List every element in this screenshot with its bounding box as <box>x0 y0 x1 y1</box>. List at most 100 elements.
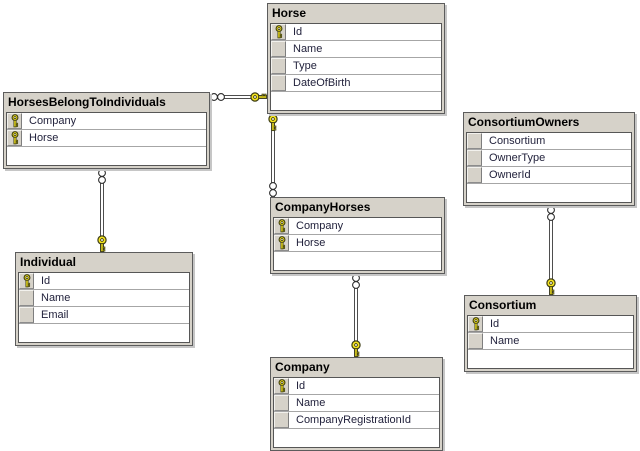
row-selector-key[interactable] <box>468 316 483 332</box>
row-selector[interactable] <box>19 307 34 323</box>
row-selector-key[interactable] <box>7 113 22 129</box>
column-name: Horse <box>29 132 59 144</box>
column-name: Name <box>293 43 323 55</box>
row-selector[interactable] <box>19 290 34 306</box>
table-title[interactable]: Consortium <box>469 298 537 312</box>
column-row[interactable]: Company <box>274 218 441 235</box>
row-selector-key[interactable] <box>19 273 34 289</box>
table-title[interactable]: Horse <box>272 6 307 20</box>
table-title[interactable]: ConsortiumOwners <box>468 115 580 129</box>
empty-column-row[interactable] <box>468 350 633 368</box>
row-selector[interactable] <box>467 167 482 183</box>
column-name: Id <box>296 380 306 392</box>
one-end-key-icon <box>97 235 107 253</box>
column-row[interactable]: Email <box>19 307 189 324</box>
table-title[interactable]: CompanyHorses <box>275 200 371 214</box>
relationship-HorsesBelongToIndividuals-Horse[interactable] <box>210 92 268 102</box>
column-name: Type <box>293 60 317 72</box>
column-name: Consortium <box>489 135 546 147</box>
primary-key-icon <box>23 274 30 288</box>
primary-key-icon <box>278 236 285 250</box>
column-row[interactable]: CompanyRegistrationId <box>274 412 439 429</box>
column-row[interactable]: Name <box>19 290 189 307</box>
empty-column-row[interactable] <box>7 147 206 165</box>
column-row[interactable]: Id <box>468 316 633 333</box>
column-row[interactable]: Id <box>19 273 189 290</box>
many-end-chain-icon <box>269 182 277 197</box>
row-selector[interactable] <box>274 412 289 428</box>
column-row[interactable]: Id <box>274 378 439 395</box>
row-selector-key[interactable] <box>274 235 289 251</box>
column-row[interactable]: Name <box>468 333 633 350</box>
column-row[interactable]: OwnerType <box>467 150 631 167</box>
primary-key-icon <box>11 131 18 145</box>
relationship-ConsortiumOwners-Consortium[interactable] <box>546 206 556 296</box>
one-end-key-icon <box>546 278 556 296</box>
row-selector[interactable] <box>467 150 482 166</box>
column-name: Name <box>490 335 520 347</box>
table-title[interactable]: Individual <box>20 255 77 269</box>
row-selector-key[interactable] <box>274 218 289 234</box>
column-name: Email <box>41 309 69 321</box>
relationship-CompanyHorses-Company[interactable] <box>351 274 361 358</box>
column-row[interactable]: Horse <box>274 235 441 252</box>
column-name: Company <box>296 220 344 232</box>
column-name: Company <box>29 115 77 127</box>
row-selector[interactable] <box>467 133 482 149</box>
relationship-CompanyHorses-Horse[interactable] <box>268 114 278 197</box>
column-row[interactable]: Horse <box>7 130 206 147</box>
relationship-HorsesBelongToIndividuals-Individual[interactable] <box>97 169 107 253</box>
column-row[interactable]: DateOfBirth <box>271 75 441 92</box>
empty-column-row[interactable] <box>19 324 189 342</box>
row-selector[interactable] <box>271 41 286 57</box>
row-selector[interactable] <box>274 395 289 411</box>
column-row[interactable]: Company <box>7 113 206 130</box>
primary-key-icon <box>278 379 285 393</box>
empty-column-row[interactable] <box>271 92 441 110</box>
column-name: OwnerType <box>489 152 546 164</box>
column-row[interactable]: Name <box>271 41 441 58</box>
column-row[interactable]: OwnerId <box>467 167 631 184</box>
row-selector-key[interactable] <box>7 130 22 146</box>
empty-column-row[interactable] <box>467 184 631 202</box>
empty-column-row[interactable] <box>274 252 441 270</box>
column-row[interactable]: Type <box>271 58 441 75</box>
row-selector-key[interactable] <box>274 378 289 394</box>
row-selector-key[interactable] <box>271 24 286 40</box>
primary-key-icon <box>278 219 285 233</box>
column-row[interactable]: Consortium <box>467 133 631 150</box>
row-selector[interactable] <box>271 75 286 91</box>
one-end-key-icon <box>351 340 361 358</box>
row-selector[interactable] <box>271 58 286 74</box>
column-row[interactable]: Id <box>271 24 441 41</box>
column-name: OwnerId <box>489 169 531 181</box>
column-name: Id <box>490 318 500 330</box>
row-selector[interactable] <box>468 333 483 349</box>
one-end-key-icon <box>268 114 278 132</box>
table-title[interactable]: Company <box>275 360 330 374</box>
column-name: CompanyRegistrationId <box>296 414 411 426</box>
column-name: Id <box>41 275 51 287</box>
table-title[interactable]: HorsesBelongToIndividuals <box>8 95 166 109</box>
primary-key-icon <box>275 25 282 39</box>
column-name: Id <box>293 26 303 38</box>
column-row[interactable]: Name <box>274 395 439 412</box>
primary-key-icon <box>472 317 479 331</box>
many-end-chain-icon <box>547 206 555 221</box>
empty-column-row[interactable] <box>274 429 439 447</box>
